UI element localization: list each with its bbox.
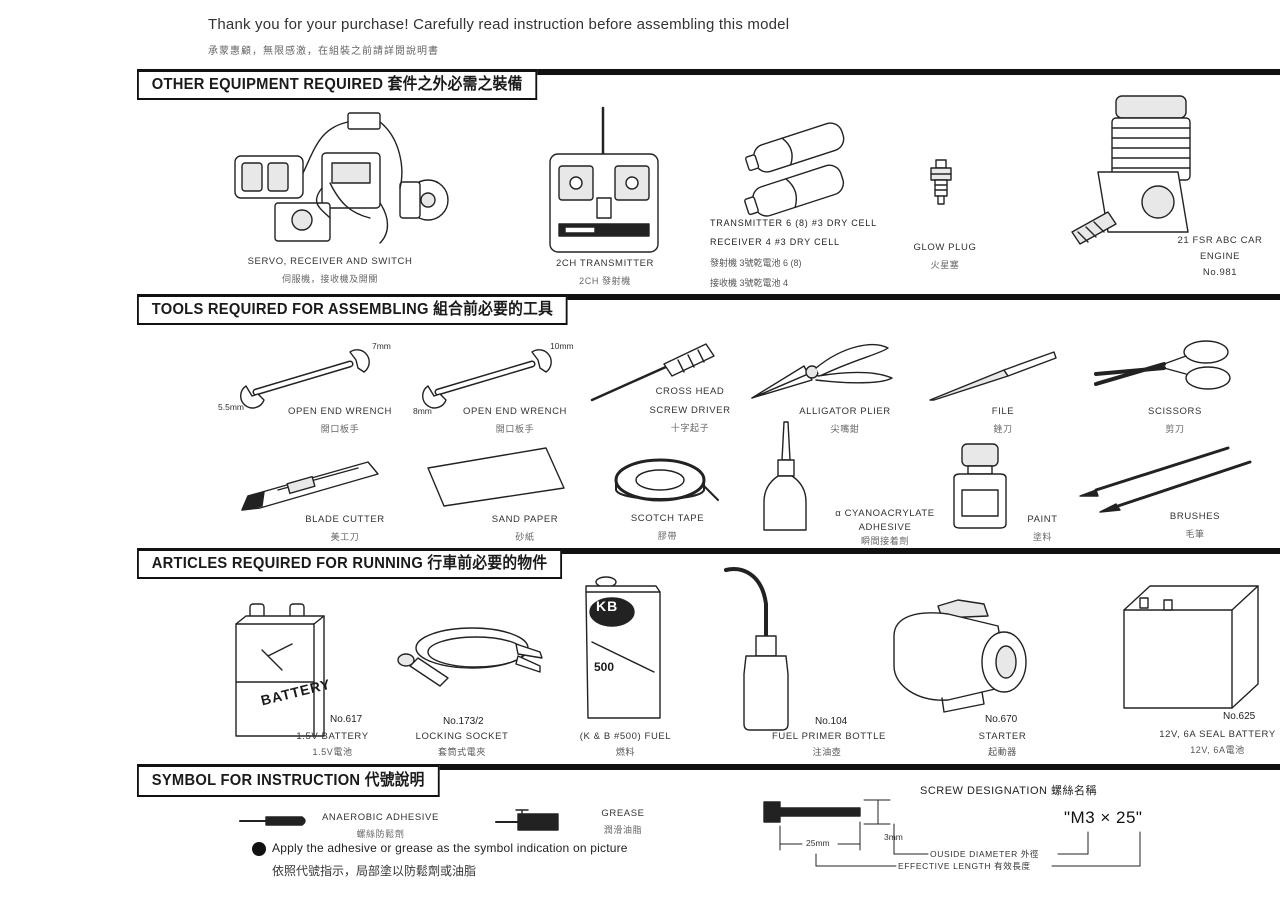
- dry-cells-illustration: [744, 122, 845, 217]
- sandpaper-illustration: [427, 447, 565, 507]
- brushes-illustration: [1079, 446, 1252, 513]
- engine-illustration: [1071, 95, 1191, 245]
- locking-socket-label: LOCKING SOCKET 套筒式電夾: [415, 731, 509, 757]
- glow-plug-label: GLOW PLUG 火星塞: [913, 242, 977, 270]
- fuel-can-logo: KB: [596, 598, 619, 614]
- apply-instruction-chinese: 依照代號指示，局部塗以防鬆劑或油脂: [272, 864, 477, 878]
- cells-line-3: 發射機 3號乾電池 6 (8): [710, 258, 802, 268]
- cells-line-1: TRANSMITTER 6 (8) #3 DRY CELL: [710, 218, 877, 228]
- wrench-size-7mm: 7mm: [372, 341, 391, 351]
- anaerobic-adhesive-icon: [239, 816, 306, 826]
- sandpaper-label: SAND PAPER 砂紙: [491, 514, 559, 542]
- grease-icon: [495, 809, 559, 831]
- fuel-primer-bottle-illustration: [724, 567, 789, 731]
- cells-line-4: 接收機 3號乾電池 4: [710, 278, 789, 288]
- engine-label: 21 FSR ABC CAR ENGINE No.981: [1177, 235, 1263, 278]
- fuel-can-illustration: [585, 576, 661, 719]
- screw-code: "M3 × 25": [1064, 808, 1143, 827]
- file-label: FILE 銼刀: [991, 406, 1015, 434]
- screw-diameter-dimension: 3mm: [884, 832, 903, 842]
- paint-jar-illustration: [953, 443, 1007, 529]
- section-title-other-equipment: OTHER EQUIPMENT REQUIRED 套件之外必需之裝備: [137, 70, 538, 100]
- open-end-wrench-illustration: [240, 349, 370, 409]
- effective-length-label: EFFECTIVE LENGTH 有效長度: [898, 861, 1031, 871]
- scissors-label: SCISSORS 剪刀: [1148, 406, 1202, 434]
- scissors-illustration: [1094, 340, 1231, 390]
- alligator-plier-illustration: [751, 343, 893, 399]
- wrench-1-label: OPEN END WRENCH 開口板手: [287, 406, 392, 434]
- screw-diagram: [763, 799, 1141, 867]
- blade-cutter-illustration: [241, 461, 379, 511]
- wrench-2-label: OPEN END WRENCH 開口板手: [462, 406, 567, 434]
- locking-socket-number: No.173/2: [443, 716, 484, 727]
- cyanoacrylate-bottle-illustration: [763, 421, 807, 531]
- seal-battery-number: No.625: [1223, 711, 1256, 722]
- anaerobic-adhesive-label: ANAEROBIC ADHESIVE 螺絲防鬆劑: [322, 812, 439, 839]
- file-illustration: [929, 351, 1057, 401]
- apply-instruction-text: Apply the adhesive or grease as the symb…: [272, 841, 628, 855]
- seal-battery-label: 12V, 6A SEAL BATTERY 12V, 6A電池: [1159, 729, 1276, 755]
- screwdriver-label: CROSS HEAD SCREW DRIVER 十字起子: [649, 386, 731, 433]
- scotch-tape-label: SCOTCH TAPE 膠帶: [630, 513, 705, 541]
- seal-battery-illustration: [1123, 585, 1259, 709]
- brushes-label: BRUSHES 毛筆: [1169, 511, 1221, 539]
- locking-socket-illustration: [397, 627, 543, 687]
- scotch-tape-illustration: [614, 458, 719, 502]
- section-divider: [137, 69, 1280, 75]
- battery-1-5v-illustration: [235, 603, 325, 737]
- fuel-primer-bottle-number: No.104: [815, 716, 848, 727]
- screw-designation-title: SCREW DESIGNATION 螺絲名稱: [920, 785, 1098, 797]
- bullet-icon: [252, 842, 266, 856]
- starter-illustration: [893, 599, 1027, 713]
- paint-label: PAINT 塗料: [1027, 514, 1058, 542]
- intro-text-chinese: 承蒙惠顧，無限感激，在組裝之前請詳閱說明書: [208, 46, 439, 57]
- starter-label: STARTER 起動器: [978, 731, 1027, 757]
- section-divider: [137, 764, 1280, 770]
- blade-cutter-label: BLADE CUTTER 美工刀: [305, 514, 385, 542]
- fuel-label: (K & B #500) FUEL 燃料: [579, 731, 672, 757]
- wrench-size-8mm: 8mm: [413, 406, 432, 416]
- section-title-tools: TOOLS REQUIRED FOR ASSEMBLING 組合前必要的工具: [137, 295, 568, 325]
- section-divider: [137, 548, 1280, 554]
- servo-receiver-switch-label: SERVO, RECEIVER AND SWITCH 伺服機，接收機及開關: [247, 256, 413, 284]
- section-divider: [137, 294, 1280, 300]
- battery-label: 1.5V BATTERY 1.5V電池: [296, 731, 369, 757]
- wrench-size-5-5mm: 5.5mm: [218, 402, 244, 412]
- glow-plug-illustration: [930, 159, 952, 205]
- fuel-primer-bottle-label: FUEL PRIMER BOTTLE 注油壺: [772, 731, 886, 757]
- wrench-size-10mm: 10mm: [550, 341, 574, 351]
- cyanoacrylate-label: α CYANOACRYLATE ADHESIVE 瞬間接着劑: [835, 508, 935, 546]
- open-end-wrench-illustration: [422, 349, 552, 409]
- transmitter-illustration: [549, 106, 659, 253]
- intro-text: Thank you for your purchase! Carefully r…: [208, 16, 790, 33]
- starter-number: No.670: [985, 714, 1018, 725]
- servo-receiver-switch-illustration: [234, 112, 449, 244]
- screwdriver-illustration: [590, 343, 715, 402]
- fuel-can-number: 500: [594, 660, 615, 674]
- transmitter-label: 2CH TRANSMITTER 2CH 發射機: [555, 258, 655, 286]
- battery-number: No.617: [330, 714, 363, 725]
- screw-length-dimension: 25mm: [806, 838, 830, 848]
- grease-label: GREASE 潤滑油脂: [601, 808, 645, 835]
- section-title-articles: ARTICLES REQUIRED FOR RUNNING 行車前必要的物件: [137, 549, 563, 579]
- outside-diameter-label: OUSIDE DIAMETER 外徑: [930, 849, 1040, 859]
- section-title-symbols: SYMBOL FOR INSTRUCTION 代號說明: [137, 765, 440, 797]
- cells-line-2: RECEIVER 4 #3 DRY CELL: [710, 237, 840, 247]
- alligator-plier-label: ALLIGATOR PLIER 尖嘴鉗: [799, 406, 891, 434]
